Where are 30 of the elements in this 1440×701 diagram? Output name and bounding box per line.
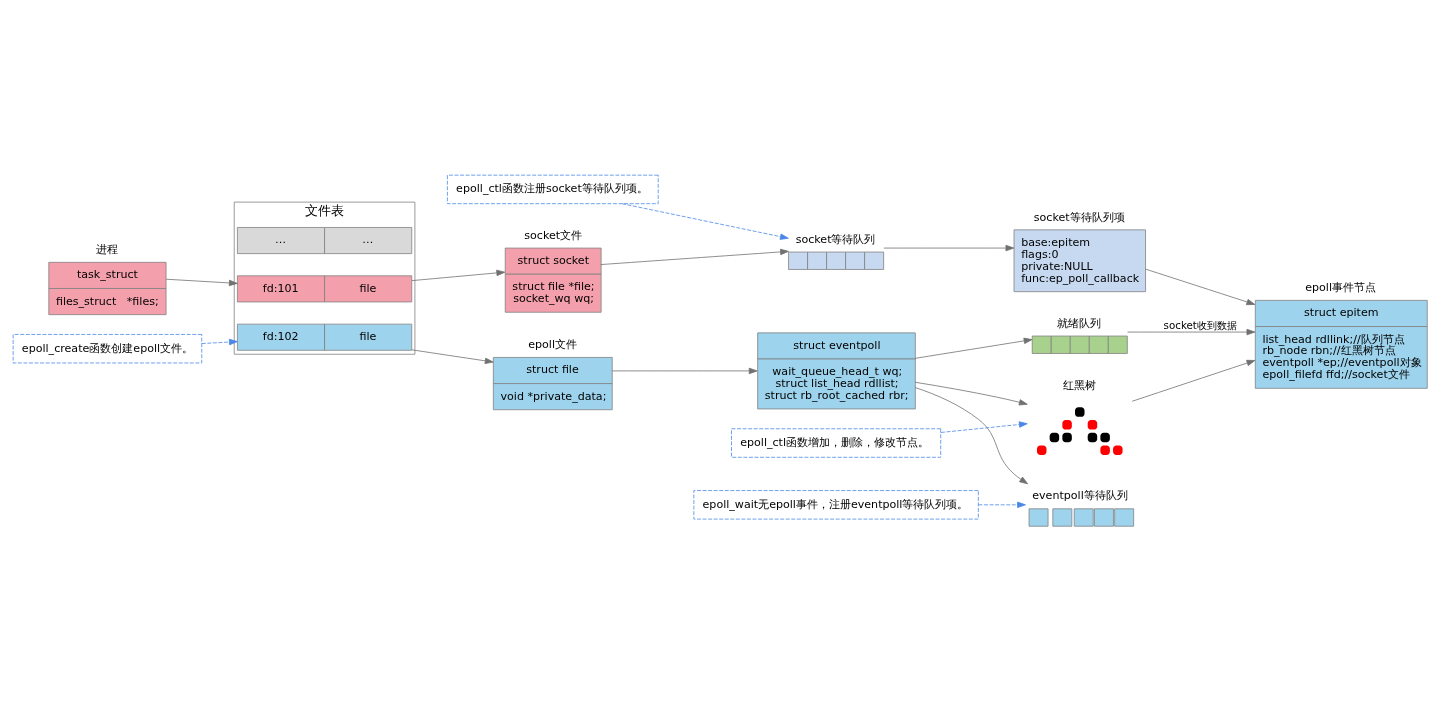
node-box: epoll_ctl函数增加，删除，修改节点。 bbox=[731, 428, 942, 458]
arrow bbox=[621, 203, 789, 240]
arrow bbox=[600, 248, 789, 265]
node-label: epoll事件节点 bbox=[1305, 281, 1377, 295]
arrow bbox=[914, 337, 1033, 359]
node-label: 进程 bbox=[95, 242, 118, 256]
node-label: eventpoll等待队列 bbox=[1032, 489, 1128, 503]
node-label: 就绪队列 bbox=[1056, 316, 1101, 330]
arrow bbox=[201, 338, 238, 346]
arrow bbox=[411, 269, 506, 281]
edge-label: socket收到数据 bbox=[1163, 319, 1237, 332]
arrow bbox=[978, 501, 1026, 508]
arrow bbox=[411, 349, 494, 364]
node-box: epoll_wait无epoll事件，注册eventpoll等待队列项。 bbox=[693, 490, 979, 520]
arrow bbox=[1131, 359, 1256, 402]
arrow bbox=[611, 367, 758, 375]
node-label: 红黑树 bbox=[1062, 378, 1096, 392]
arrow bbox=[914, 381, 1028, 406]
arrow bbox=[1145, 268, 1256, 306]
node-label: socket等待队列 bbox=[795, 232, 876, 246]
arrow bbox=[883, 244, 1015, 252]
node-label: socket文件 bbox=[524, 228, 583, 242]
node-box: epoll_ctl函数注册socket等待队列项。 bbox=[447, 174, 659, 205]
arrow bbox=[914, 387, 1028, 485]
node-label: socket等待队列项 bbox=[1033, 210, 1125, 224]
arrow bbox=[1127, 328, 1256, 336]
arrow bbox=[165, 278, 238, 287]
node-box: epoll_create函数创建epoll文件。 bbox=[12, 334, 203, 364]
node-label: epoll文件 bbox=[528, 338, 578, 352]
arrow bbox=[940, 421, 1028, 433]
